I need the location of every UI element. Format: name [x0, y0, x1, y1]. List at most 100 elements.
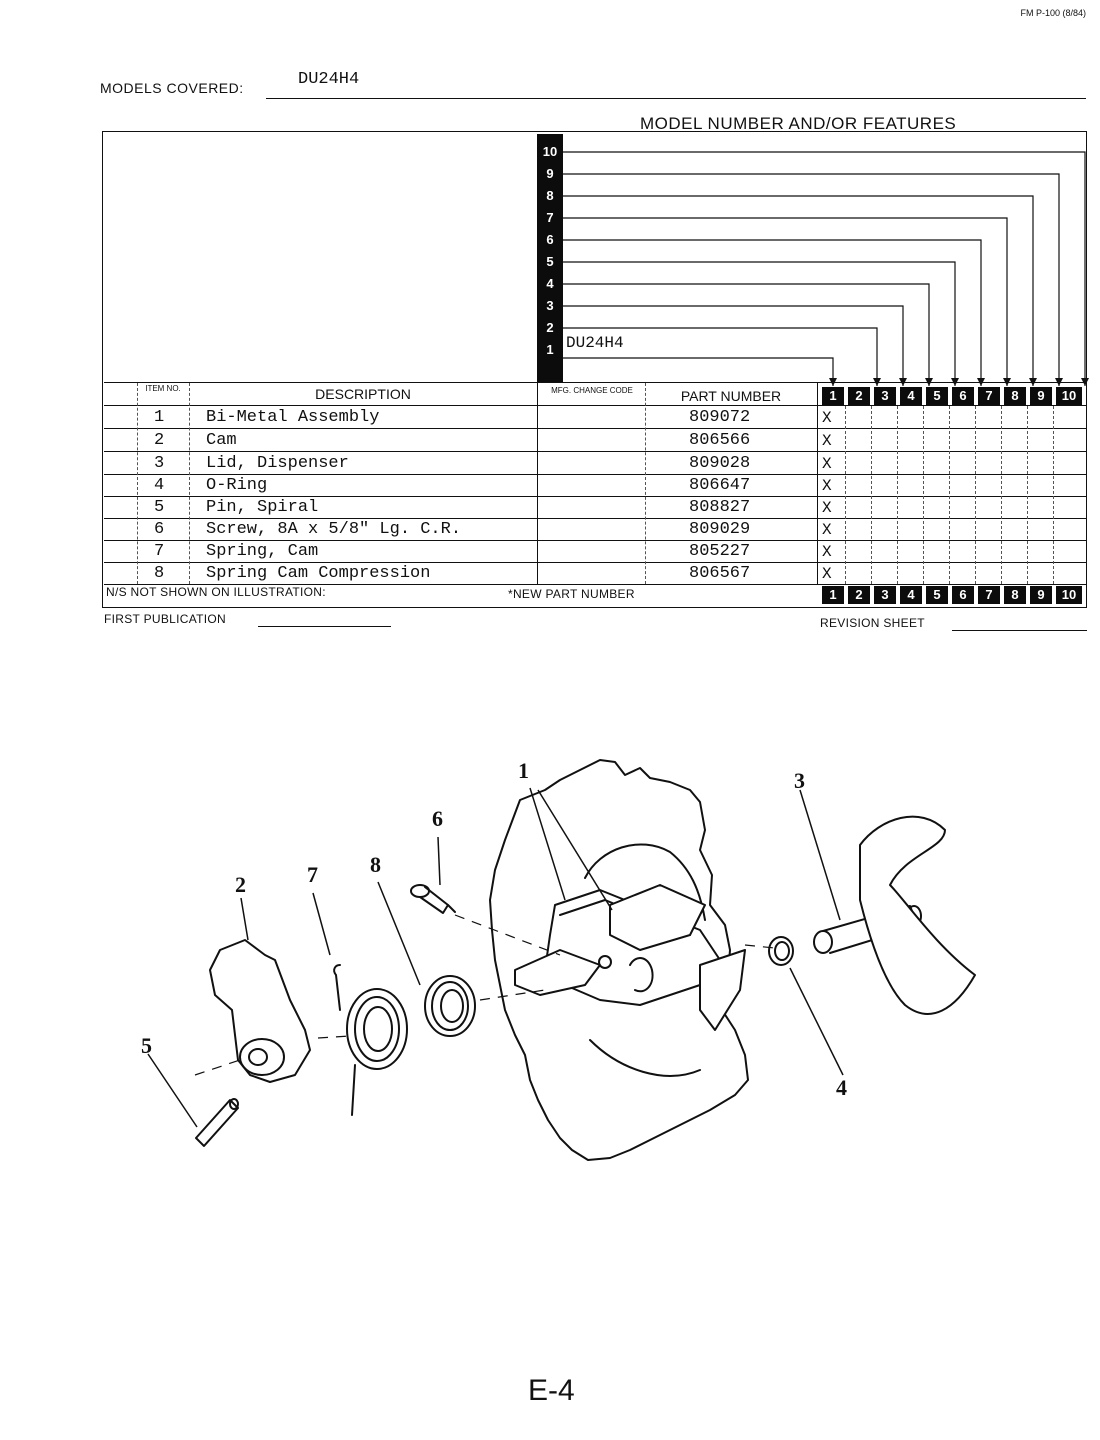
model-mark: X — [822, 543, 832, 561]
model-col-5: 5 — [926, 586, 948, 604]
item-no: 7 — [154, 542, 165, 561]
model-leader-lines — [563, 151, 1089, 386]
model-slot-6: 6 — [546, 232, 554, 247]
table-row: 4 O-Ring 806647 X — [104, 474, 1087, 497]
screw — [410, 884, 456, 914]
ns-note: N/S NOT SHOWN ON ILLUSTRATION: — [106, 585, 326, 599]
part-description: Screw, 8A x 5/8" Lg. C.R. — [206, 520, 462, 539]
model-slot-3: 3 — [546, 298, 554, 313]
divider — [645, 383, 646, 584]
model-col-3: 3 — [874, 387, 896, 405]
model-col-10: 10 — [1056, 586, 1082, 604]
item-no: 1 — [154, 408, 165, 427]
callout-7: 7 — [307, 862, 318, 887]
part-description: Cam — [206, 431, 237, 450]
model-col-9: 9 — [1030, 387, 1052, 405]
form-code: FM P-100 (8/84) — [1020, 8, 1086, 18]
item-no: 4 — [154, 476, 165, 495]
item-no: 3 — [154, 454, 165, 473]
part-number: 809072 — [689, 408, 751, 427]
part-number: 805227 — [689, 542, 751, 561]
item-no: 5 — [154, 498, 165, 517]
model-slot-7: 7 — [546, 210, 554, 225]
model-col-8: 8 — [1004, 387, 1026, 405]
parts-frame — [102, 131, 1087, 608]
new-part-note: *NEW PART NUMBER — [508, 587, 635, 601]
divider — [871, 406, 872, 584]
exploded-view-illustration — [147, 759, 976, 1161]
model-slot-2: 2 — [546, 320, 554, 335]
spiral-pin — [195, 1098, 239, 1147]
divider — [137, 383, 138, 584]
model-col-8: 8 — [1004, 586, 1026, 604]
callout-8: 8 — [370, 852, 381, 877]
part-description: Pin, Spiral — [206, 498, 319, 517]
item-no: 6 — [154, 520, 165, 539]
part-description: Bi-Metal Assembly — [206, 408, 380, 427]
model-slot-8: 8 — [546, 188, 554, 203]
model-col-2: 2 — [848, 586, 870, 604]
model-mark: X — [822, 409, 832, 427]
divider — [189, 383, 190, 584]
models-covered-label: MODELS COVERED: — [100, 80, 244, 96]
table-row: 6 Screw, 8A x 5/8" Lg. C.R. 809029 X — [104, 518, 1087, 541]
model-mark: X — [822, 455, 832, 473]
divider — [845, 406, 846, 584]
first-publication-label: FIRST PUBLICATION — [104, 612, 227, 626]
model-col-1: 1 — [822, 387, 844, 405]
model-slot-column: 10 9 8 7 6 5 4 3 2 1 — [537, 134, 563, 382]
part-number: 809028 — [689, 454, 751, 473]
spring-compression — [424, 975, 476, 1037]
spring-cam — [333, 964, 408, 1116]
part-description: Lid, Dispenser — [206, 454, 349, 473]
model-features-title: MODEL NUMBER AND/OR FEATURES — [640, 114, 957, 133]
divider — [897, 406, 898, 584]
table-row: 1 Bi-Metal Assembly 809072 X — [104, 406, 1087, 429]
models-covered-value: DU24H4 — [298, 70, 360, 89]
table-row: 7 Spring, Cam 805227 X — [104, 540, 1087, 563]
model-col-6: 6 — [952, 586, 974, 604]
callout-1: 1 — [518, 758, 529, 783]
part-number: 806566 — [689, 431, 751, 450]
part-number: 808827 — [689, 498, 751, 517]
revision-sheet-label: REVISION SHEET — [820, 616, 925, 630]
table-row: 3 Lid, Dispenser 809028 X — [104, 452, 1087, 475]
divider — [975, 406, 976, 584]
model-slot-10: 10 — [542, 144, 558, 159]
col-header-description: DESCRIPTION — [315, 386, 411, 402]
first-publication-line — [258, 626, 391, 627]
revision-sheet-line — [952, 630, 1087, 631]
item-no: 8 — [154, 564, 165, 583]
model-col-6: 6 — [952, 387, 974, 405]
divider — [923, 406, 924, 584]
page-id: E-4 — [528, 1374, 575, 1407]
header-top-rule — [104, 382, 1087, 383]
model-col-10: 10 — [1056, 387, 1082, 405]
divider — [949, 406, 950, 584]
model-slot-4: 4 — [546, 276, 554, 291]
model-mark: X — [822, 565, 832, 583]
model-col-7: 7 — [978, 387, 1000, 405]
model-mark: X — [822, 521, 832, 539]
model-col-4: 4 — [900, 387, 922, 405]
model-col-1: 1 — [822, 586, 844, 604]
callout-3: 3 — [794, 768, 805, 793]
model-slot-1: 1 — [546, 342, 554, 357]
col-header-mfg-change-code: MFG. CHANGE CODE — [551, 386, 633, 395]
part-description: Spring Cam Compression — [206, 564, 431, 583]
rows-top-rule — [104, 405, 1087, 406]
model-col-9: 9 — [1030, 586, 1052, 604]
divider — [1027, 406, 1028, 584]
part-description: O-Ring — [206, 476, 268, 495]
item-no: 2 — [154, 431, 165, 450]
table-row: 2 Cam 806566 X — [104, 429, 1087, 452]
col-header-part-number: PART NUMBER — [680, 388, 782, 404]
callout-6: 6 — [432, 806, 443, 831]
model-col-2: 2 — [848, 387, 870, 405]
callout-4: 4 — [836, 1075, 847, 1100]
model-mark: X — [822, 432, 832, 450]
cam — [209, 939, 311, 1083]
model-col-5: 5 — [926, 387, 948, 405]
callout-5: 5 — [141, 1033, 152, 1058]
part-number: 806647 — [689, 476, 751, 495]
